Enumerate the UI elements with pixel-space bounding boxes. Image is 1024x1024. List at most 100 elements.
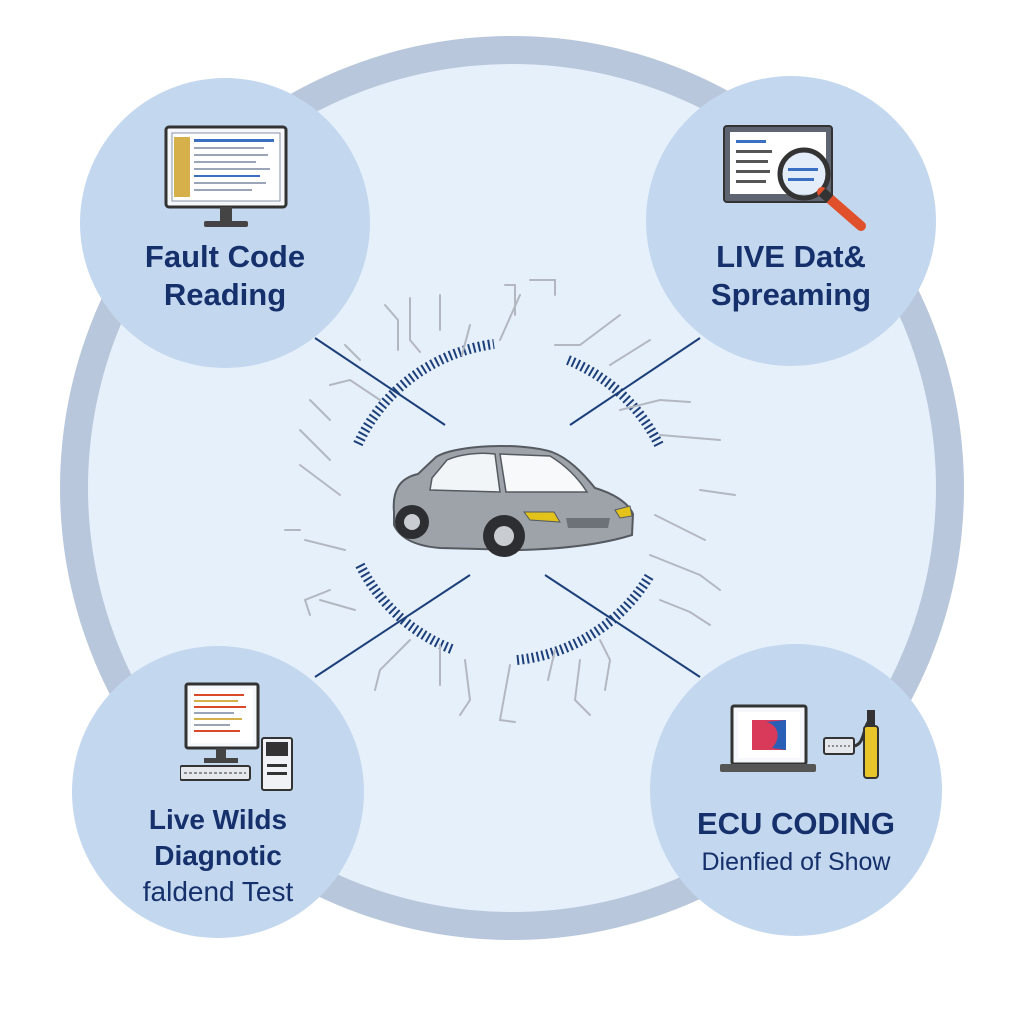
- tower-slot: [267, 764, 287, 767]
- node-live-data-streaming: LIVE Dat& Spreaming: [646, 76, 936, 366]
- wire: [529, 279, 556, 296]
- wire: [649, 554, 721, 591]
- car-headlight: [523, 511, 561, 523]
- screen-row: [194, 168, 270, 170]
- screen-row: [194, 730, 240, 732]
- connector-top-right: [569, 337, 701, 426]
- wire: [609, 339, 651, 366]
- gauge-arc-bottom-left: [355, 562, 456, 655]
- screen-sidebar: [174, 137, 190, 197]
- node-live-diagnostic-test: Live Wilds Diagnotic faldend Test: [72, 646, 364, 938]
- screen-row: [194, 700, 238, 702]
- gauge-arc-top-right: [566, 355, 665, 450]
- wire: [374, 639, 411, 691]
- screen-row: [194, 718, 242, 720]
- car-window-side: [429, 452, 501, 493]
- monitor-neck: [216, 748, 226, 758]
- screen-row: [194, 189, 252, 191]
- gauge-arc-bottom-right: [516, 572, 655, 665]
- gauge-arcs: [353, 339, 665, 665]
- wire: [619, 398, 691, 411]
- wire: [303, 589, 331, 616]
- wire: [384, 304, 399, 351]
- monitor-base: [204, 758, 238, 763]
- wire: [547, 649, 556, 681]
- title-line: faldend Test: [142, 876, 294, 907]
- title-line: Live Wilds: [148, 804, 288, 835]
- screen-row: [736, 170, 770, 173]
- wire: [459, 659, 472, 716]
- screen-row: [194, 724, 230, 726]
- wire: [659, 599, 711, 626]
- screen-graphic-swoosh: [766, 720, 786, 750]
- screen-row: [788, 168, 818, 171]
- wire: [554, 314, 621, 346]
- screen-row: [194, 694, 244, 696]
- wire: [409, 297, 421, 353]
- obd-connector: [863, 725, 879, 779]
- wire: [344, 344, 361, 361]
- wire: [699, 489, 736, 496]
- title-line: Reading: [163, 277, 287, 312]
- monitor-icon: [164, 125, 288, 227]
- node-title: ECU CODING: [650, 804, 942, 844]
- wire: [659, 434, 721, 441]
- car-front-hub: [494, 526, 514, 546]
- node-subtitle: Dienfied of Show: [701, 848, 891, 876]
- node-fault-code-reading: Fault Code Reading: [80, 78, 370, 368]
- screen-row: [194, 706, 246, 708]
- tower-slot: [267, 772, 287, 775]
- wire: [499, 294, 521, 341]
- title-line: Diagnotic: [154, 840, 282, 871]
- obd-connector-head: [867, 710, 875, 726]
- wire: [498, 664, 516, 723]
- screen-row: [736, 180, 766, 183]
- wire: [599, 639, 612, 691]
- wire: [299, 464, 341, 496]
- screen-row: [194, 712, 234, 714]
- wire: [461, 324, 471, 356]
- magnifier-monitor-icon: [723, 125, 866, 231]
- title-line: ECU CODING: [696, 806, 896, 841]
- wire: [329, 378, 381, 401]
- car-grille: [566, 518, 610, 528]
- tower-screen: [266, 742, 288, 756]
- title-line: LIVE Dat&: [716, 239, 866, 274]
- car-icon: [392, 444, 635, 557]
- screen-row: [736, 140, 766, 143]
- wire: [319, 599, 356, 611]
- screen-row: [194, 154, 268, 156]
- monitor-screen: [191, 689, 253, 743]
- car-window-front: [499, 453, 589, 493]
- title-line: Fault Code: [144, 239, 306, 274]
- screen-row: [194, 182, 266, 184]
- screen-row: [788, 178, 814, 181]
- connector-lines: [314, 337, 701, 678]
- screen-row: [736, 150, 772, 153]
- screen-row: [194, 175, 260, 177]
- laptop-obd-connector-icon: [720, 704, 879, 779]
- node-title: Fault Code Reading: [80, 238, 370, 314]
- signal-wires: [284, 279, 736, 723]
- magnifier-collar: [818, 188, 834, 203]
- wire: [654, 514, 706, 541]
- wire: [299, 429, 331, 461]
- desktop-computer-icon: [180, 682, 293, 791]
- screen-row: [194, 147, 264, 149]
- wire: [304, 539, 346, 551]
- screen-row: [194, 161, 256, 163]
- node-title: Live Wilds Diagnotic faldend Test: [72, 802, 364, 910]
- screen-row: [736, 160, 768, 163]
- monitor-neck: [220, 207, 232, 221]
- connector-top-left: [314, 337, 446, 426]
- screen-row: [194, 139, 274, 142]
- laptop-base: [720, 764, 816, 772]
- car-rear-hub: [404, 514, 420, 530]
- title-line: Spreaming: [710, 277, 872, 312]
- monitor-base: [204, 221, 248, 227]
- magnifier-lens: [777, 147, 831, 201]
- wire: [309, 399, 331, 421]
- car-headlight-right: [614, 505, 633, 519]
- node-ecu-coding: ECU CODING Dienfied of Show: [650, 644, 942, 936]
